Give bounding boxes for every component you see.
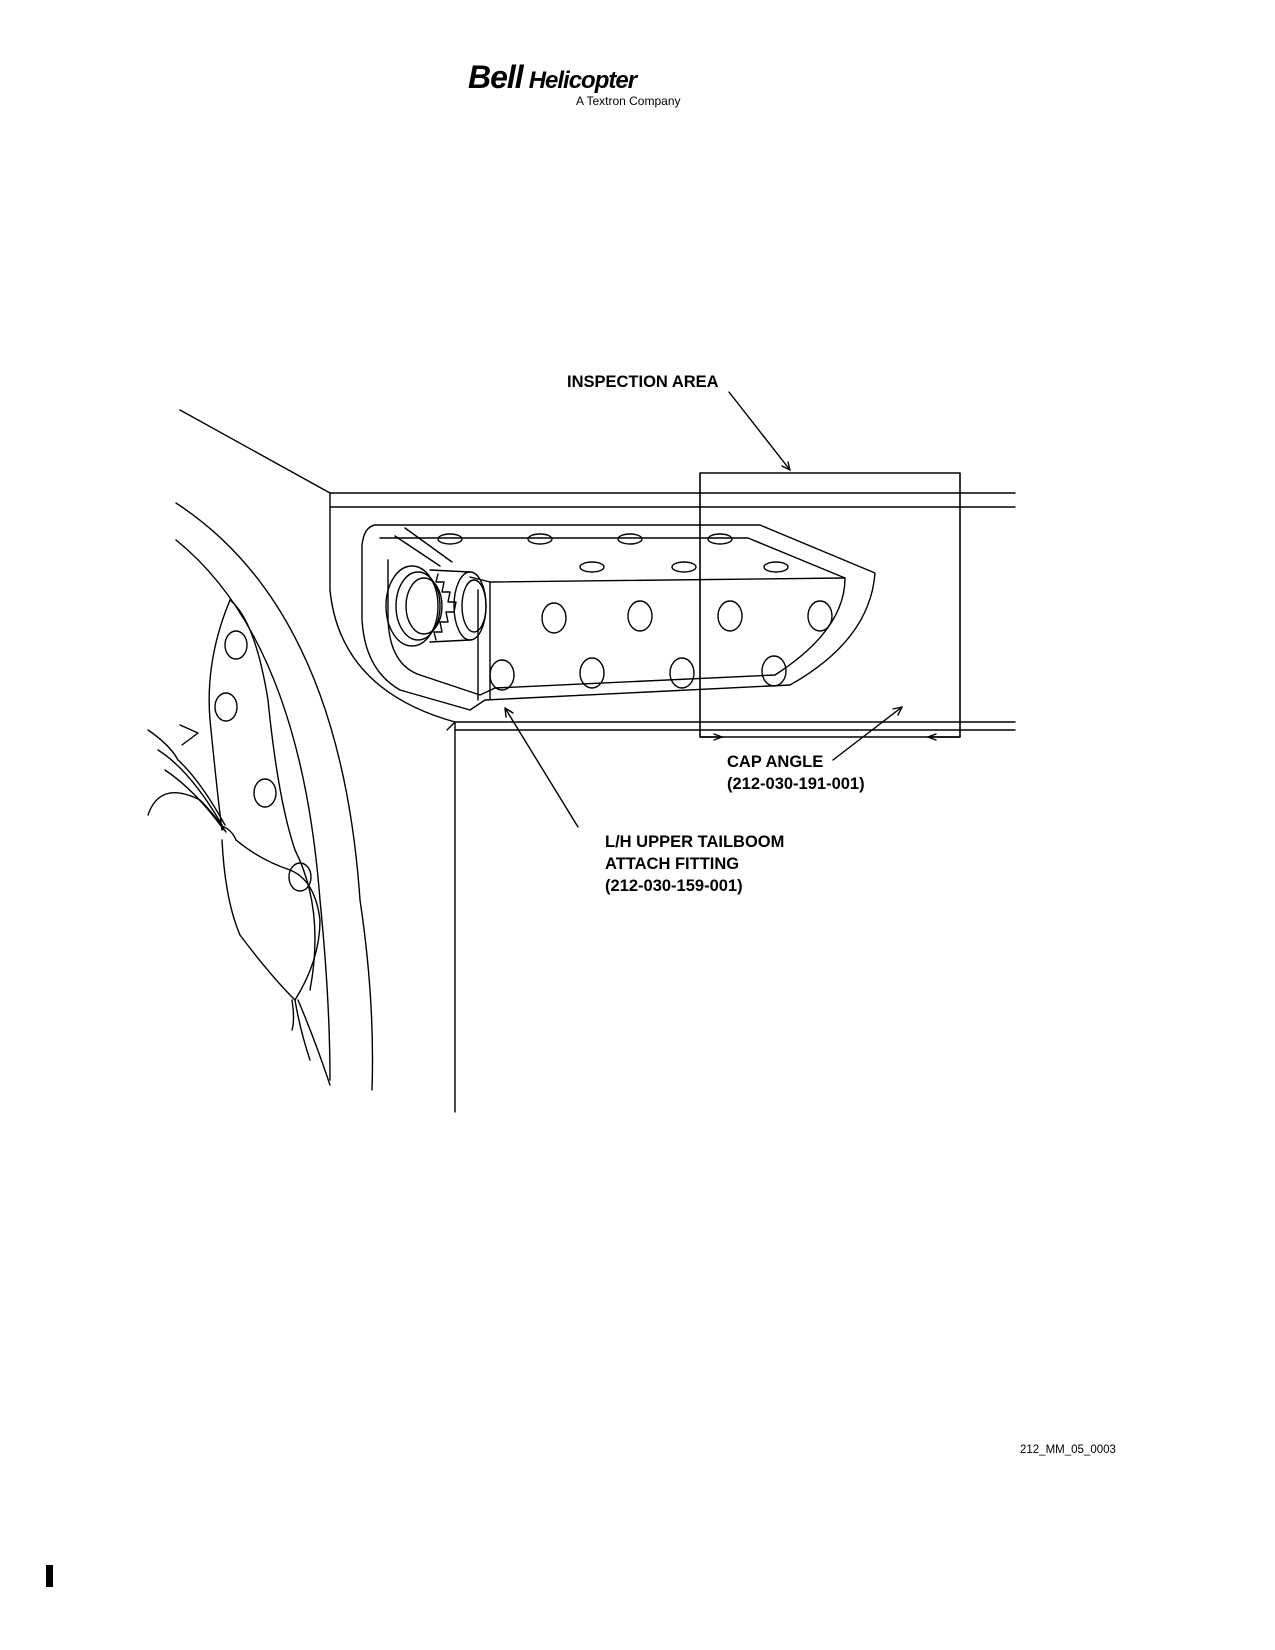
- wire-bundle: [147, 724, 331, 1086]
- cap-angle-callout: CAP ANGLE (212-030-191-001): [727, 751, 865, 795]
- attach-fitting: [361, 524, 876, 711]
- cap-angle-part-number: (212-030-191-001): [727, 775, 865, 793]
- connector-fitting: [385, 527, 487, 647]
- leader-lines: [504, 391, 961, 828]
- logo-tagline: A Textron Company: [576, 94, 681, 108]
- cap-angle-name: CAP ANGLE: [727, 753, 824, 771]
- fitting-name-line2: ATTACH FITTING: [605, 855, 740, 873]
- logo-product: Helicopter: [528, 67, 637, 94]
- logo-brand: Bell: [468, 59, 524, 95]
- fitting-part-number: (212-030-159-001): [605, 877, 743, 895]
- attach-fitting-callout: L/H UPPER TAILBOOM ATTACH FITTING (212-0…: [605, 831, 784, 897]
- bulkhead-frame: [175, 502, 374, 1091]
- revision-bar: [46, 1565, 53, 1587]
- fuselage-structure: [179, 409, 1016, 1113]
- inspection-area-label: INSPECTION AREA: [567, 373, 719, 391]
- fitting-name-line1: L/H UPPER TAILBOOM: [605, 833, 785, 851]
- figure-reference-number: 212_MM_05_0003: [1020, 1444, 1116, 1456]
